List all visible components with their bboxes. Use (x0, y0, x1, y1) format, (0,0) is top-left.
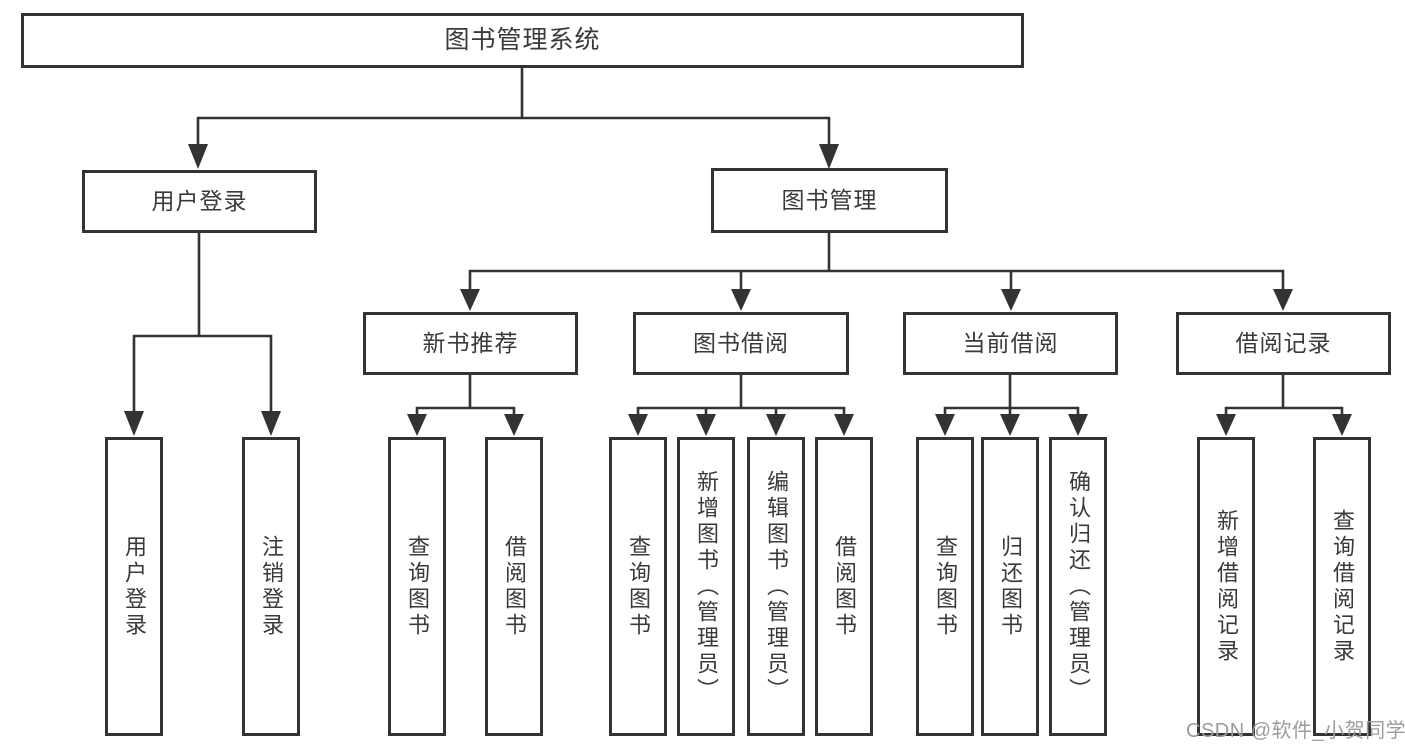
edge-cur-children (935, 375, 1088, 436)
leaf-rec-borrow-books: 借阅图书 (485, 437, 543, 736)
leaf-his-query-record: 查询借阅记录 (1313, 437, 1371, 736)
csdn-watermark: CSDN @软件_小贺同学 (1186, 720, 1405, 742)
edge-root-children (188, 68, 839, 169)
leaf-his-add-record: 新增借阅记录 (1197, 437, 1255, 736)
leaf-cur-return-books: 归还图书 (981, 437, 1039, 736)
node-current-borrowing: 当前借阅 (903, 312, 1118, 375)
leaf-cur-query-books: 查询图书 (916, 437, 974, 736)
leaf-bor-edit-books-admin: 编辑图书（管理员） (747, 437, 805, 736)
node-book-management: 图书管理 (711, 168, 948, 233)
node-new-book-recommend: 新书推荐 (363, 312, 578, 375)
edge-his-children (1216, 375, 1352, 436)
node-library-system: 图书管理系统 (21, 13, 1024, 68)
leaf-bor-query-books: 查询图书 (609, 437, 667, 736)
node-user-login: 用户登录 (82, 170, 317, 233)
leaf-cur-confirm-return-admin: 确认归还（管理员） (1049, 437, 1107, 736)
leaf-user-login: 用户登录 (105, 437, 163, 736)
edge-mgmt-children (460, 233, 1293, 311)
leaf-logout: 注销登录 (242, 437, 300, 736)
node-borrow-records: 借阅记录 (1176, 312, 1391, 375)
leaf-rec-query-books: 查询图书 (388, 437, 446, 736)
edge-bor-children (628, 375, 854, 436)
leaf-bor-borrow-books: 借阅图书 (815, 437, 873, 736)
edge-login-children (124, 233, 281, 436)
leaf-bor-add-books-admin: 新增图书（管理员） (677, 437, 735, 736)
node-book-borrowing: 图书借阅 (633, 312, 849, 375)
edge-rec-children (407, 375, 524, 436)
